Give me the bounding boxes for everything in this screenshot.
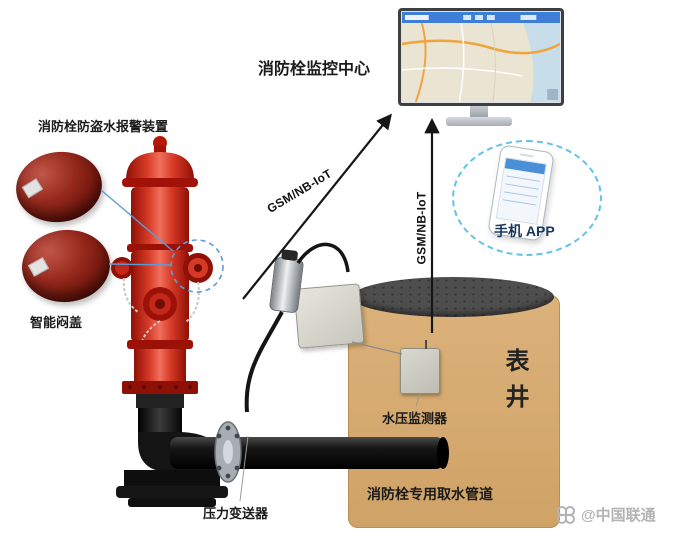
monitoring-center-screen: [398, 8, 564, 106]
phone-speaker: [519, 153, 535, 158]
watermark-text: @中国联通: [581, 507, 656, 524]
map-screen: [401, 12, 561, 103]
fire-hydrant: [111, 136, 228, 507]
phone-screen: [495, 157, 547, 225]
device-antenna: [424, 340, 427, 349]
sensor-cable: [296, 242, 350, 273]
phone-group-ellipse: [452, 140, 602, 256]
unicom-logo-icon: [557, 505, 575, 524]
monitor-stand-neck: [470, 106, 488, 118]
device-sticker: [27, 257, 50, 277]
pipe-label: 消防栓专用取水管道: [367, 486, 493, 502]
gsm-label-sensor: GSM/NB-IoT: [414, 191, 429, 265]
pressure-monitor-device-in-well: [400, 340, 440, 394]
pressure-transmitter-label: 压力变送器: [203, 506, 269, 521]
device-sticker: [21, 178, 44, 199]
transmitter-cable: [244, 311, 284, 413]
phone-app-label: 手机 APP: [494, 223, 555, 239]
meter-well: [348, 295, 560, 528]
water-pressure-monitor-label: 水压监测器: [382, 411, 448, 426]
watermark: @中国联通: [556, 504, 656, 525]
smart-cap-label: 智能闷盖: [30, 315, 83, 330]
alarm-device-label: 消防栓防盗水报警装置: [38, 119, 169, 134]
alarm-cap-device-top: [11, 146, 107, 228]
cable-gland: [281, 249, 299, 262]
monitoring-center-label: 消防栓监控中心: [258, 61, 371, 78]
monitor-stand-base: [446, 117, 512, 126]
well-cover: [352, 277, 554, 317]
gsm-arrow-hydrant: [242, 113, 392, 300]
pressure-monitor-device: [293, 283, 365, 349]
gsm-label-hydrant: GSM/NB-IoT: [264, 166, 335, 216]
meter-well-label: 表井: [501, 348, 528, 420]
